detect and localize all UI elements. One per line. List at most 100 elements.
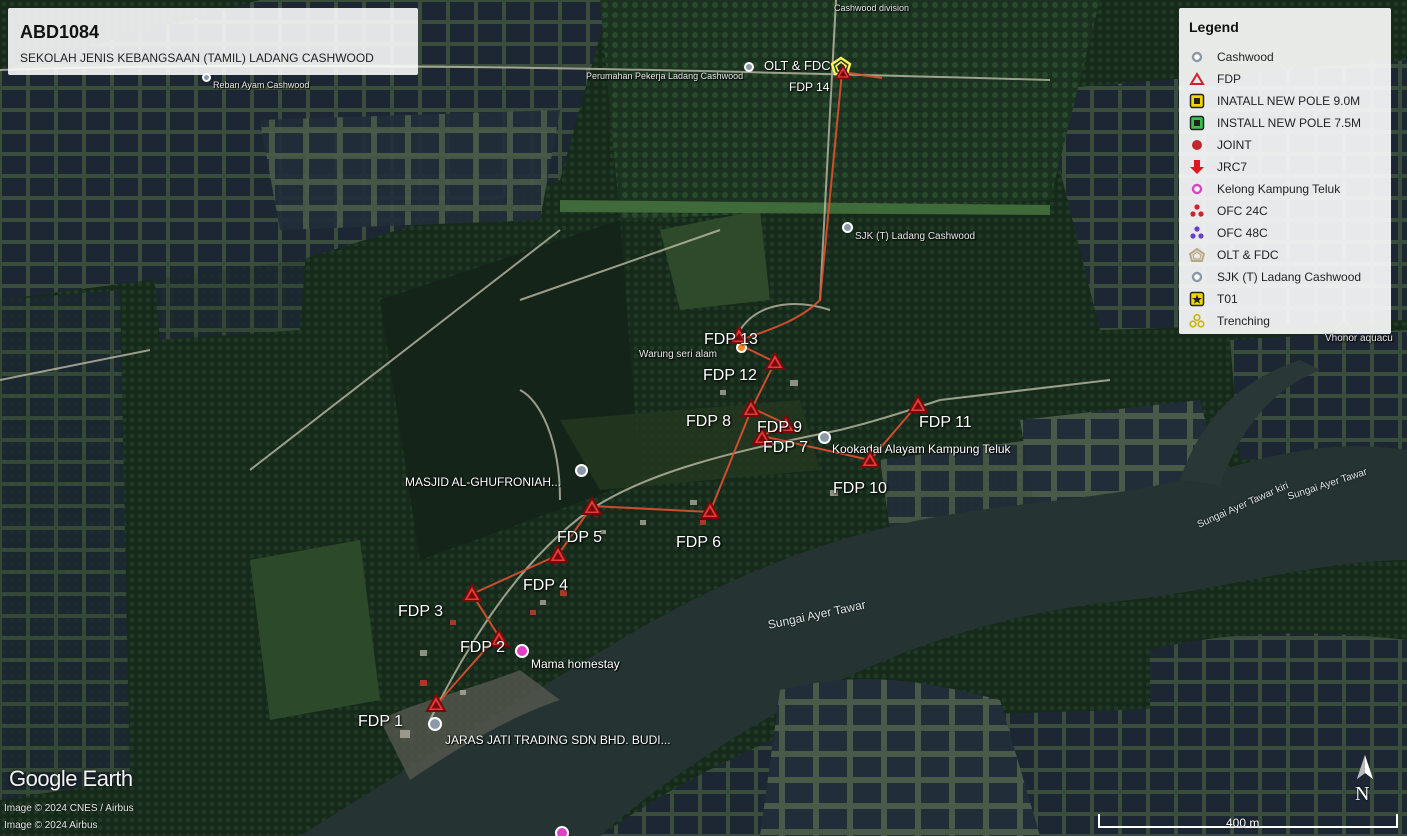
green-square-icon: [1189, 115, 1205, 131]
fdp-label-2: FDP 2: [460, 639, 506, 656]
compass-n-label: N: [1355, 783, 1370, 805]
fdp-marker-1[interactable]: [425, 693, 447, 713]
google-earth-logo: Google Earth: [9, 766, 133, 791]
place-label-sjk: SJK (T) Ladang Cashwood: [855, 231, 976, 242]
yellow-star-icon: [1189, 291, 1205, 307]
project-title-box: ABD1084 SEKOLAH JENIS KEBANGSAAN (TAMIL)…: [8, 8, 418, 75]
fdp-label-1: FDP 1: [358, 713, 404, 730]
legend-item-ofc-24c: OFC 24C: [1189, 201, 1389, 221]
legend-item-t01: T01: [1189, 289, 1389, 309]
grey-pin-icon: [1191, 271, 1203, 283]
place-label-masjid: MASJID AL-GHUFRONIAH...: [405, 475, 562, 489]
pink-pin-icon[interactable]: [555, 826, 569, 836]
school-name: SEKOLAH JENIS KEBANGSAAN (TAMIL) LADANG …: [20, 51, 374, 65]
fdp-marker-2[interactable]: [488, 628, 510, 648]
imagery-credit-1: Image © 2024 CNES / Airbus: [4, 803, 134, 814]
fdp-marker-5[interactable]: [581, 496, 603, 516]
fdp-marker-6[interactable]: [699, 500, 721, 520]
fdp-marker-12[interactable]: [764, 351, 786, 371]
mosque-pin-icon[interactable]: [575, 464, 588, 477]
red-dot-icon: [1192, 140, 1202, 150]
place-label-reban-ayam: Reban Ayam Cashwood: [213, 80, 310, 90]
legend-title: Legend: [1189, 19, 1239, 35]
house-outline-icon: [1189, 247, 1205, 262]
scale-label: 400 m: [1226, 816, 1260, 830]
place-label-cashwood-division: Cashwood division: [834, 3, 910, 13]
place-label-warung: Warung seri alam: [639, 349, 717, 360]
legend-item-fdp: FDP: [1189, 69, 1389, 89]
legend-label: Kelong Kampung Teluk: [1217, 182, 1341, 196]
grey-pin-icon: [1191, 51, 1203, 63]
fdp-label-5: FDP 5: [557, 529, 603, 546]
legend-label: INATALL NEW POLE 9.0M: [1217, 94, 1361, 108]
place-label-perumahan: Perumahan Pekerja Ladang Cashwood: [586, 71, 744, 81]
legend-item-sjk: SJK (T) Ladang Cashwood: [1189, 267, 1389, 287]
legend-label: OFC 48C: [1217, 226, 1268, 240]
fdp-label-14: FDP 14: [789, 80, 830, 94]
fdp-label-3: FDP 3: [398, 603, 444, 620]
legend-label: OLT & FDC: [1217, 248, 1279, 262]
place-label-kookadai: Kookadai Alayam Kampung Teluk: [832, 442, 1011, 456]
fdp-label-11: FDP 11: [919, 414, 972, 431]
yellow-cluster-icon: [1189, 313, 1205, 328]
north-arrow-icon[interactable]: [1352, 753, 1378, 809]
legend-item-kelong: Kelong Kampung Teluk: [1189, 179, 1389, 199]
legend-label: JOINT: [1217, 138, 1252, 152]
place-label-jaras-jati: JARAS JATI TRADING SDN BHD. BUDI...: [445, 733, 671, 747]
legend-label: INSTALL NEW POLE 7.5M: [1217, 116, 1362, 130]
red-cluster-icon: [1190, 204, 1204, 217]
legend-item-olt-fdc: OLT & FDC: [1189, 245, 1389, 265]
fdp-marker-9[interactable]: [775, 414, 797, 434]
fdp-label-9: FDP 9: [757, 419, 803, 436]
fdp-marker-13[interactable]: [728, 325, 750, 345]
fdp-marker-14[interactable]: [834, 64, 852, 80]
legend-item-joint: JOINT: [1189, 135, 1389, 155]
fdp-label-7: FDP 7: [763, 439, 809, 456]
legend-item-trenching: Trenching: [1189, 311, 1389, 331]
legend-item-cashwood: Cashwood: [1189, 47, 1389, 67]
grey-pin-icon[interactable]: [202, 73, 211, 82]
legend-label: SJK (T) Ladang Cashwood: [1217, 270, 1362, 284]
grey-pin-icon[interactable]: [428, 717, 442, 731]
fdp-label-4: FDP 4: [523, 577, 569, 594]
place-label-olt-fdc: OLT & FDC: [764, 58, 831, 73]
legend-label: JRC7: [1217, 160, 1248, 174]
fdp-label-12: FDP 12: [703, 367, 757, 384]
legend-panel: Legend Cashwood FDP INATALL NEW POLE 9.0…: [1179, 8, 1391, 334]
project-code: ABD1084: [20, 22, 100, 42]
yellow-square-icon: [1189, 93, 1205, 109]
legend-item-pole-9m: INATALL NEW POLE 9.0M: [1189, 91, 1389, 111]
fdp-label-13: FDP 13: [704, 331, 758, 348]
legend-label: FDP: [1217, 72, 1241, 86]
place-label-vhonor: Vhonor aquacu: [1325, 333, 1393, 344]
purple-cluster-icon: [1190, 226, 1204, 239]
legend-label: T01: [1217, 292, 1238, 306]
fdp-marker-3[interactable]: [461, 583, 483, 603]
grey-pin-icon[interactable]: [818, 431, 831, 444]
red-triangle-icon: [1189, 72, 1205, 85]
fdp-label-6: FDP 6: [676, 534, 722, 551]
fdp-marker-10[interactable]: [859, 449, 881, 469]
legend-item-ofc-48c: OFC 48C: [1189, 223, 1389, 243]
fdp-label-10: FDP 10: [833, 480, 887, 497]
fdp-marker-11[interactable]: [907, 394, 929, 414]
red-arrow-icon: [1190, 160, 1204, 174]
fdp-marker-4[interactable]: [547, 544, 569, 564]
legend-label: OFC 24C: [1217, 204, 1268, 218]
grey-pin-icon[interactable]: [744, 62, 754, 72]
place-label-mama-homestay: Mama homestay: [531, 657, 620, 671]
grey-pin-icon[interactable]: [842, 222, 853, 233]
fdp-marker-7[interactable]: [751, 426, 773, 446]
imagery-credit-2: Image © 2024 Airbus: [4, 820, 98, 831]
pink-pin-icon: [1191, 183, 1203, 195]
fdp-label-8: FDP 8: [686, 413, 732, 430]
scale-bar: [1098, 814, 1398, 828]
legend-item-jrc7: JRC7: [1189, 157, 1389, 177]
legend-label: Cashwood: [1217, 50, 1274, 64]
legend-item-pole-7-5m: INSTALL NEW POLE 7.5M: [1189, 113, 1389, 133]
pink-pin-icon[interactable]: [515, 644, 529, 658]
legend-label: Trenching: [1217, 314, 1270, 328]
fdp-marker-8[interactable]: [740, 398, 762, 418]
